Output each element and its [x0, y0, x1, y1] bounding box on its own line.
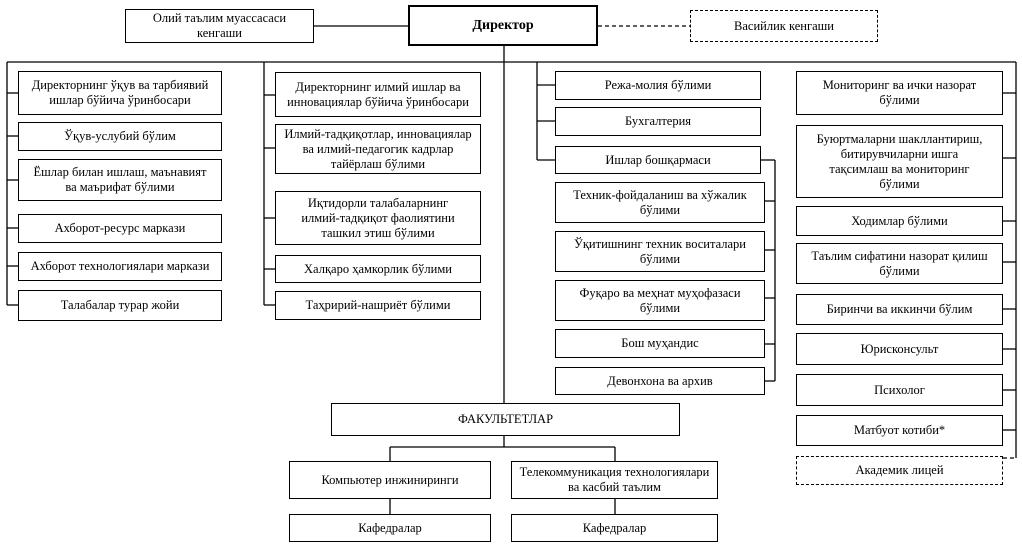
department-box: Ёшлар билан ишлаш, маънавият ва маърифат…	[18, 159, 222, 201]
departments-right-box: Кафедралар	[511, 514, 718, 542]
trustee-council-box: Васийлик кенгаши	[690, 10, 878, 42]
department-box: Бухгалтерия	[555, 107, 761, 136]
department-box: Матбуот котиби*	[796, 415, 1003, 446]
faculty-computer-box: Компьютер инжиниринги	[289, 461, 491, 499]
department-box: Талабалар турар жойи	[18, 290, 222, 321]
faculties-box: ФАКУЛЬТЕТЛАР	[331, 403, 680, 436]
department-box: Буюртмаларни шакллантириш, битирувчиларн…	[796, 125, 1003, 198]
departments-left-box: Кафедралар	[289, 514, 491, 542]
sub-department-box: Бош муҳандис	[555, 329, 765, 358]
department-box: Биринчи ва иккинчи бўлим	[796, 294, 1003, 325]
department-box: Мониторинг ва ички назорат бўлими	[796, 71, 1003, 115]
sub-department-box: Ўқитишнинг техник воситалари бўлими	[555, 231, 765, 272]
department-box: Ишлар бошқармаси	[555, 146, 761, 174]
department-box: Таълим сифатини назорат қилиш бўлими	[796, 243, 1003, 284]
department-box: Ўқув-услубий бўлим	[18, 122, 222, 151]
department-box: Таҳририй-нашриёт бўлими	[275, 291, 481, 320]
sub-department-box: Техник-фойдаланиш ва хўжалик бўлими	[555, 182, 765, 223]
department-box: Илмий-тадқиқотлар, инновациялар ва илмий…	[275, 124, 481, 174]
department-box: Халқаро ҳамкорлик бўлими	[275, 255, 481, 283]
department-box: Иқтидорли талабаларнинг илмий-тадқиқот ф…	[275, 191, 481, 245]
deputy-research-box: Директорнинг илмий ишлар ва инновациялар…	[275, 72, 481, 117]
deputy-academic-box: Директорнинг ўқув ва тарбиявий ишлар бўй…	[18, 71, 222, 115]
director-box: Директор	[408, 5, 598, 46]
department-box: Режа-молия бўлими	[555, 71, 761, 100]
department-box: Ахборот-ресурс маркази	[18, 214, 222, 243]
higher-council-box: Олий таълим муассасаси кенгаши	[125, 9, 314, 43]
academic-lyceum-box: Академик лицей	[796, 456, 1003, 485]
department-box: Юрисконсульт	[796, 333, 1003, 365]
department-box: Ахборот технологиялари маркази	[18, 252, 222, 281]
department-box: Ходимлар бўлими	[796, 206, 1003, 236]
sub-department-box: Девонхона ва архив	[555, 367, 765, 395]
department-box: Психолог	[796, 374, 1003, 406]
faculty-telecom-box: Телекоммуникация технологиялари ва касби…	[511, 461, 718, 499]
sub-department-box: Фуқаро ва меҳнат муҳофазаси бўлими	[555, 280, 765, 321]
